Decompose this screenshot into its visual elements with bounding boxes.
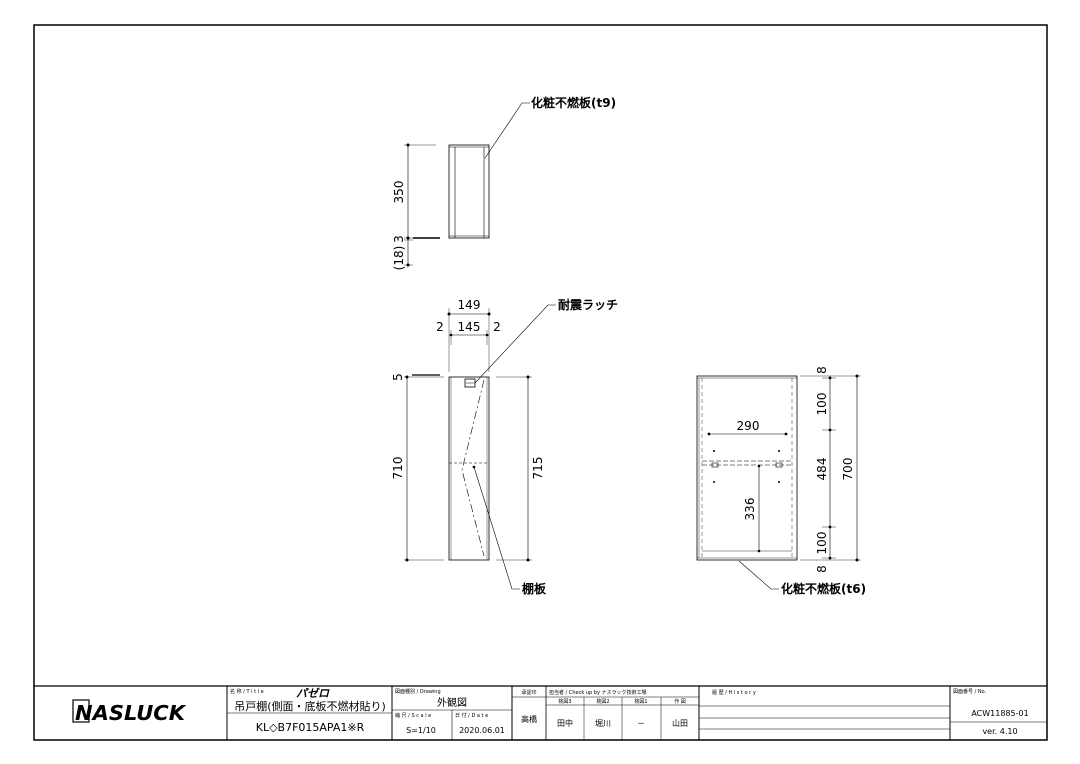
- top-view-body: [448, 144, 490, 239]
- drawing-caption: 図面種別 / Drawing: [395, 688, 441, 695]
- date-caption: 日 付 / D a t e: [455, 712, 488, 719]
- approval-caption: 承認印: [521, 689, 536, 696]
- dim-8-bottom: 8: [815, 565, 829, 573]
- side-view: [404, 304, 556, 590]
- dim-100-bottom: 100: [815, 532, 829, 555]
- latch-leader: [474, 304, 556, 384]
- check-header-4: 作 図: [674, 698, 686, 705]
- dim-149: 149: [458, 298, 481, 312]
- drawing-type: 外観図: [437, 696, 467, 709]
- logo-text: NASLUCK: [75, 701, 187, 725]
- dim-710: 710: [391, 457, 405, 480]
- check-name-2: 堀川: [595, 719, 611, 728]
- label-panel-t6: 化粧不燃板(t6): [781, 581, 866, 596]
- check-caption: 担当者 / Check up by ナスラック技術工場: [549, 689, 647, 696]
- sheet-border: [33, 24, 1048, 741]
- front-view-leader: [738, 560, 779, 590]
- name-caption: 名 称 / T i t l e: [230, 688, 264, 695]
- product-subtitle: 吊戸棚(側面・底板不燃材貼り): [234, 699, 386, 713]
- check-header-1: 検図3: [558, 698, 571, 705]
- approver-name: 高橋: [521, 714, 537, 724]
- dim-715: 715: [531, 457, 545, 480]
- dim-5: 5: [391, 373, 405, 381]
- dim-100-top: 100: [815, 393, 829, 416]
- company-logo: NASLUCK: [72, 699, 187, 725]
- dim-290: 290: [737, 419, 760, 433]
- top-view-leader: [484, 102, 530, 159]
- scale-value: S=1/10: [406, 726, 436, 735]
- top-view: [404, 102, 530, 266]
- model-code: KL◇B7F015APA1※R: [256, 721, 365, 734]
- front-view: [696, 375, 861, 590]
- version: ver. 4.10: [982, 727, 1017, 736]
- dim-145: 145: [458, 320, 481, 334]
- dim-18: (18): [392, 246, 406, 271]
- dim-8-top: 8: [815, 366, 829, 374]
- front-view-body: [696, 375, 798, 561]
- dim-336: 336: [743, 498, 757, 521]
- check-name-4: 山田: [672, 718, 688, 728]
- date-value: 2020.06.01: [459, 726, 505, 735]
- history-caption: 履 歴 / H i s t o r y: [712, 690, 756, 696]
- label-shelf: 棚板: [522, 581, 547, 596]
- dim-484: 484: [815, 458, 829, 481]
- title-block: [34, 685, 1047, 740]
- side-view-body: [448, 376, 490, 561]
- dim-2-left: 2: [436, 320, 444, 334]
- check-header-3: 検図1: [634, 698, 647, 705]
- label-seismic-latch: 耐震ラッチ: [558, 297, 618, 312]
- check-header-2: 検図2: [596, 698, 609, 705]
- number-caption: 図面番号 / No.: [953, 688, 987, 695]
- dim-3: 3: [392, 235, 406, 243]
- dim-350: 350: [392, 181, 406, 204]
- scale-caption: 縮 尺 / S c a l e: [395, 712, 431, 719]
- dim-700: 700: [841, 458, 855, 481]
- check-name-3: －: [637, 719, 645, 728]
- product-name: パゼロ: [296, 687, 330, 700]
- check-name-1: 田中: [557, 718, 573, 728]
- drawing-number: ACW11885-01: [971, 709, 1028, 718]
- dim-2-right: 2: [493, 320, 501, 334]
- label-panel-t9: 化粧不燃板(t9): [531, 95, 616, 110]
- shelf-leader: [473, 466, 520, 590]
